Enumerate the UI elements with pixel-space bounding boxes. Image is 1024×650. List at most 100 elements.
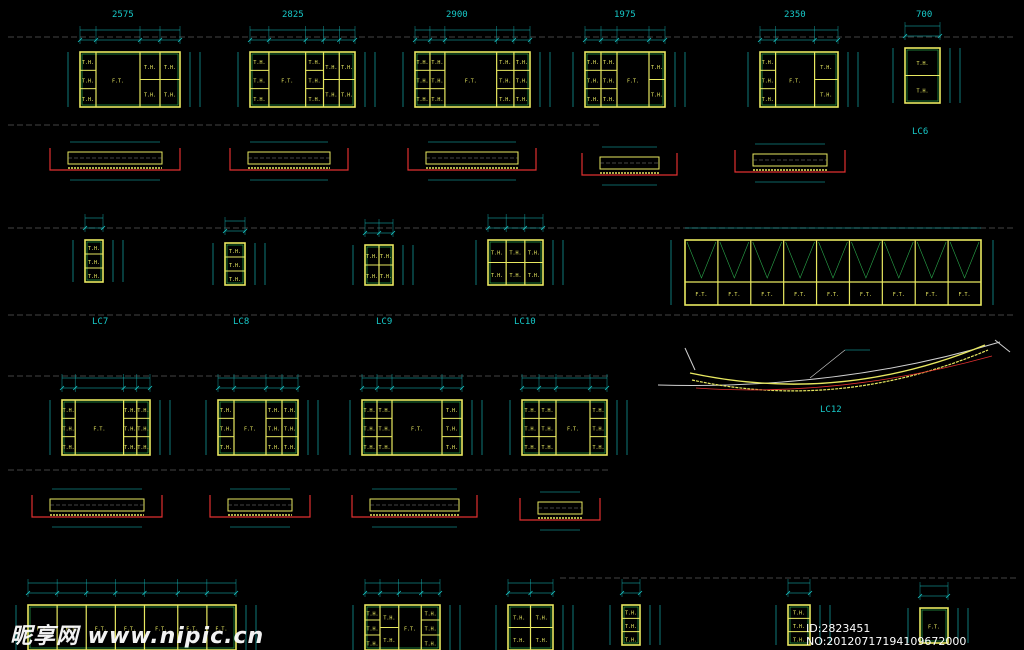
pane-code: T.H. <box>587 97 599 103</box>
window-glass <box>523 401 606 454</box>
pane-code: T.H. <box>425 612 437 618</box>
pane-code: T.H. <box>592 445 604 451</box>
pane-code: F.T. <box>794 292 806 298</box>
pane-code: T.H. <box>528 250 540 256</box>
curve-wall <box>695 355 993 391</box>
window-frame <box>84 239 104 283</box>
pane-code: T.H. <box>229 249 241 255</box>
pane-code: T.H. <box>625 624 637 630</box>
pane-code: F.T. <box>155 627 167 633</box>
wall-outline <box>407 148 537 171</box>
pane-code: T.H. <box>363 445 375 451</box>
label-lc8: LC8 <box>233 317 250 327</box>
pane-code: F.T. <box>93 427 105 433</box>
window-elevation-bottom-6: F.T. <box>907 582 969 644</box>
section-r3-4 <box>519 491 601 531</box>
pane-code: T.H. <box>916 61 928 67</box>
pane-code: T.H. <box>524 408 536 414</box>
pane-code: T.H. <box>284 445 296 451</box>
pane-code: T.H. <box>516 79 528 85</box>
pane-code: T.H. <box>363 427 375 433</box>
width-dim-5: 2350 <box>784 10 806 20</box>
pane-code: T.H. <box>516 97 528 103</box>
pane-code: T.H. <box>229 277 241 283</box>
pane-code: T.H. <box>137 445 149 451</box>
window-frame <box>919 607 949 644</box>
pane-code: T.H. <box>820 92 832 98</box>
pane-code: T.H. <box>431 97 443 103</box>
window-glass <box>226 244 244 284</box>
wall-outline <box>581 153 678 176</box>
pane-code: T.H. <box>378 408 390 414</box>
pane-code: T.H. <box>491 250 503 256</box>
pane-code: T.H. <box>651 92 663 98</box>
pane-code: T.H. <box>820 65 832 71</box>
pane-code: T.H. <box>380 274 392 280</box>
pane-code: T.H. <box>592 427 604 433</box>
pane-code: T.H. <box>431 60 443 66</box>
pane-code: T.H. <box>425 642 437 648</box>
window-elevation-2: T.H.T.H.T.H.F.T.T.H.T.H.T.H.T.H.T.H.T.H.… <box>237 26 376 108</box>
pane-code: F.T. <box>95 627 107 633</box>
wall-outline <box>734 150 846 173</box>
window-elevation-bottom-3: T.H.T.H.T.H.T.H. <box>495 579 574 650</box>
section-r3-3 <box>351 488 478 528</box>
window-frame <box>621 604 641 646</box>
pane-code: T.H. <box>499 79 511 85</box>
section-r3-2 <box>209 488 311 528</box>
wall-outline <box>519 498 601 521</box>
opening-indicator <box>785 241 815 279</box>
window-glass <box>63 401 149 454</box>
window-glass <box>363 401 461 454</box>
curve-outer <box>657 341 1001 386</box>
window-elevation-5: T.H.T.H.T.H.F.T.T.H.T.H. <box>747 26 859 108</box>
pane-code: T.H. <box>651 65 663 71</box>
section-4 <box>581 146 678 186</box>
window-glass <box>219 401 297 454</box>
window-frame <box>224 242 246 286</box>
pane-code: T.H. <box>325 92 337 98</box>
pane-code: F.T. <box>66 627 78 633</box>
window-frame <box>61 399 151 456</box>
pane-code: F.T. <box>124 627 136 633</box>
opening-indicator <box>884 241 914 279</box>
curve-end-left <box>684 347 696 371</box>
pane-code: T.H. <box>762 60 774 66</box>
pane-code: F.T. <box>37 627 49 633</box>
section-5 <box>734 143 846 183</box>
pane-code: F.T. <box>411 427 423 433</box>
window-glass <box>789 606 809 644</box>
label-lc7: LC7 <box>92 317 109 327</box>
window-elevation-r3-1: T.H.T.H.T.H.F.T.T.H.T.H.T.H.T.H.T.H.T.H. <box>49 374 171 456</box>
pane-code: T.H. <box>446 427 458 433</box>
pane-code: T.H. <box>509 250 521 256</box>
pane-code: T.H. <box>446 408 458 414</box>
leader-line <box>809 349 846 379</box>
window-frame <box>217 399 299 456</box>
window-elevation-bottom-1: F.T.F.T.F.T.F.T.F.T.F.T.F.T. <box>15 579 257 650</box>
window-glass <box>29 606 235 649</box>
pane-code: T.H. <box>82 79 94 85</box>
pane-code: T.H. <box>383 638 395 644</box>
pane-code: T.H. <box>446 445 458 451</box>
pane-code: T.H. <box>380 254 392 260</box>
watermark-brand: 昵享网 www.nipic.cn <box>10 624 265 649</box>
width-dim-4: 1975 <box>614 10 636 20</box>
pane-code: T.H. <box>88 274 100 280</box>
pane-code: T.H. <box>137 408 149 414</box>
window-frame <box>364 604 441 650</box>
wall-outline <box>209 495 311 518</box>
pane-code: T.H. <box>268 445 280 451</box>
pane-code: T.H. <box>309 79 321 85</box>
pane-code: F.T. <box>827 292 839 298</box>
window-elevation-lc7: T.H.T.H.T.H. <box>72 214 124 283</box>
window-elevation-bottom-5: T.H.T.H.T.H. <box>775 579 831 646</box>
window-frame <box>787 604 811 646</box>
pane-code: F.T. <box>112 79 124 85</box>
pane-code: T.H. <box>592 408 604 414</box>
pane-code: T.H. <box>516 60 528 66</box>
window-elevation-bottom-4: T.H.T.H.T.H. <box>609 579 661 646</box>
window-elevation-lc8: T.H.T.H.T.H. <box>212 217 266 286</box>
pane-code: T.H. <box>603 60 615 66</box>
window-frame <box>684 239 982 306</box>
